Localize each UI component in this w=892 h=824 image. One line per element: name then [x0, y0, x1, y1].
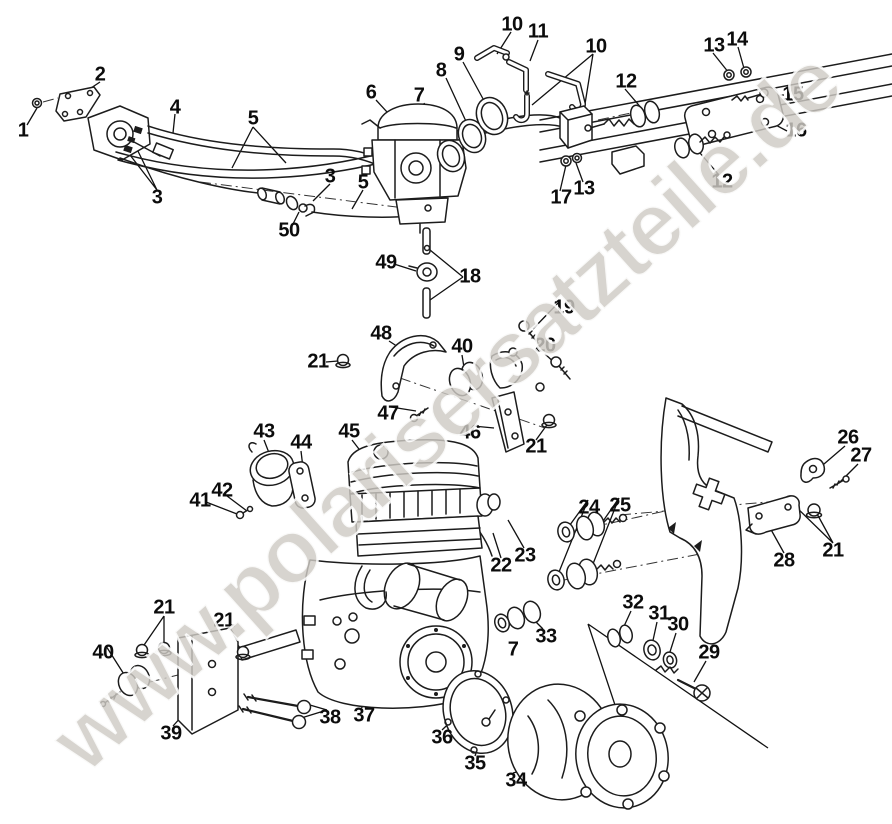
mount-bracket-2 — [55, 86, 101, 122]
callout-27: 27 — [850, 444, 872, 467]
callout-9: 9 — [453, 43, 465, 66]
callout-48: 48 — [370, 322, 392, 345]
upper-mount-brackets — [335, 320, 571, 453]
callout-26: 26 — [837, 426, 859, 449]
callout-31: 31 — [648, 602, 670, 625]
callout-15: 15 — [782, 83, 804, 106]
callout-30: 30 — [667, 613, 689, 636]
callout-12: 12 — [615, 70, 637, 93]
inline-coupler-and-valve-50 — [256, 187, 316, 217]
callout-45: 45 — [338, 420, 360, 443]
callout-34: 34 — [505, 769, 527, 792]
callout-38: 38 — [319, 706, 341, 729]
callout-20: 20 — [534, 334, 556, 357]
callout-32: 32 — [622, 591, 644, 614]
callout-11: 11 — [527, 20, 549, 43]
callout-18: 18 — [459, 265, 481, 288]
callout-21: 21 — [153, 596, 175, 619]
callout-8: 8 — [435, 59, 447, 82]
callout-17: 17 — [550, 186, 572, 209]
callout-6: 6 — [365, 81, 377, 104]
callout-40: 40 — [451, 335, 473, 358]
water-pump-group — [442, 600, 670, 810]
callout-24: 24 — [578, 496, 600, 519]
callout-49: 49 — [375, 251, 397, 274]
left-mount-plate-group — [99, 627, 312, 735]
callout-21: 21 — [525, 435, 547, 458]
callout-3: 3 — [151, 186, 163, 209]
callout-44: 44 — [290, 431, 312, 454]
mount-rail-assembly — [539, 53, 892, 175]
callout-21: 21 — [213, 609, 235, 632]
callout-16: 16 — [785, 119, 807, 142]
cable-housing — [87, 105, 174, 161]
callout-5: 5 — [357, 171, 369, 194]
callout-14: 14 — [726, 28, 748, 51]
bolt-washer-stack — [607, 624, 711, 702]
callout-2: 2 — [94, 63, 106, 86]
callout-23: 23 — [514, 544, 536, 567]
callout-7: 7 — [413, 84, 425, 107]
callout-37: 37 — [353, 704, 375, 727]
engine-assembly — [301, 438, 501, 709]
callout-46: 46 — [459, 421, 481, 444]
callout-36: 36 — [431, 726, 453, 749]
vent-tube-assembly — [408, 227, 438, 319]
callout-3: 3 — [324, 165, 336, 188]
callout-39: 39 — [160, 722, 182, 745]
callout-5: 5 — [247, 107, 259, 130]
callout-21: 21 — [307, 350, 329, 373]
callout-10: 10 — [501, 13, 523, 36]
frame-gusset — [660, 397, 773, 645]
callout-33: 33 — [535, 625, 557, 648]
callout-10: 10 — [585, 35, 607, 58]
callout-25: 25 — [609, 494, 631, 517]
callout-13: 13 — [573, 177, 595, 200]
callout-43: 43 — [253, 420, 275, 443]
callout-21: 21 — [822, 539, 844, 562]
callout-1: 1 — [17, 119, 29, 142]
intake-boot — [436, 96, 509, 173]
callout-40: 40 — [92, 641, 114, 664]
callout-12: 12 — [711, 170, 733, 193]
callout-22: 22 — [490, 554, 512, 577]
reservoir-43-44 — [235, 441, 316, 520]
callout-13: 13 — [703, 34, 725, 57]
callout-35: 35 — [464, 752, 486, 775]
callout-4: 4 — [169, 96, 181, 119]
callout-50: 50 — [278, 219, 300, 242]
flange-nut-1 — [31, 97, 43, 109]
callout-28: 28 — [773, 549, 795, 572]
callout-47: 47 — [377, 402, 399, 425]
callout-41: 41 — [189, 489, 211, 512]
callout-42: 42 — [211, 479, 233, 502]
callout-7: 7 — [507, 638, 519, 661]
right-mount-hardware — [547, 457, 850, 591]
callout-29: 29 — [698, 641, 720, 664]
callout-19: 19 — [553, 296, 575, 319]
